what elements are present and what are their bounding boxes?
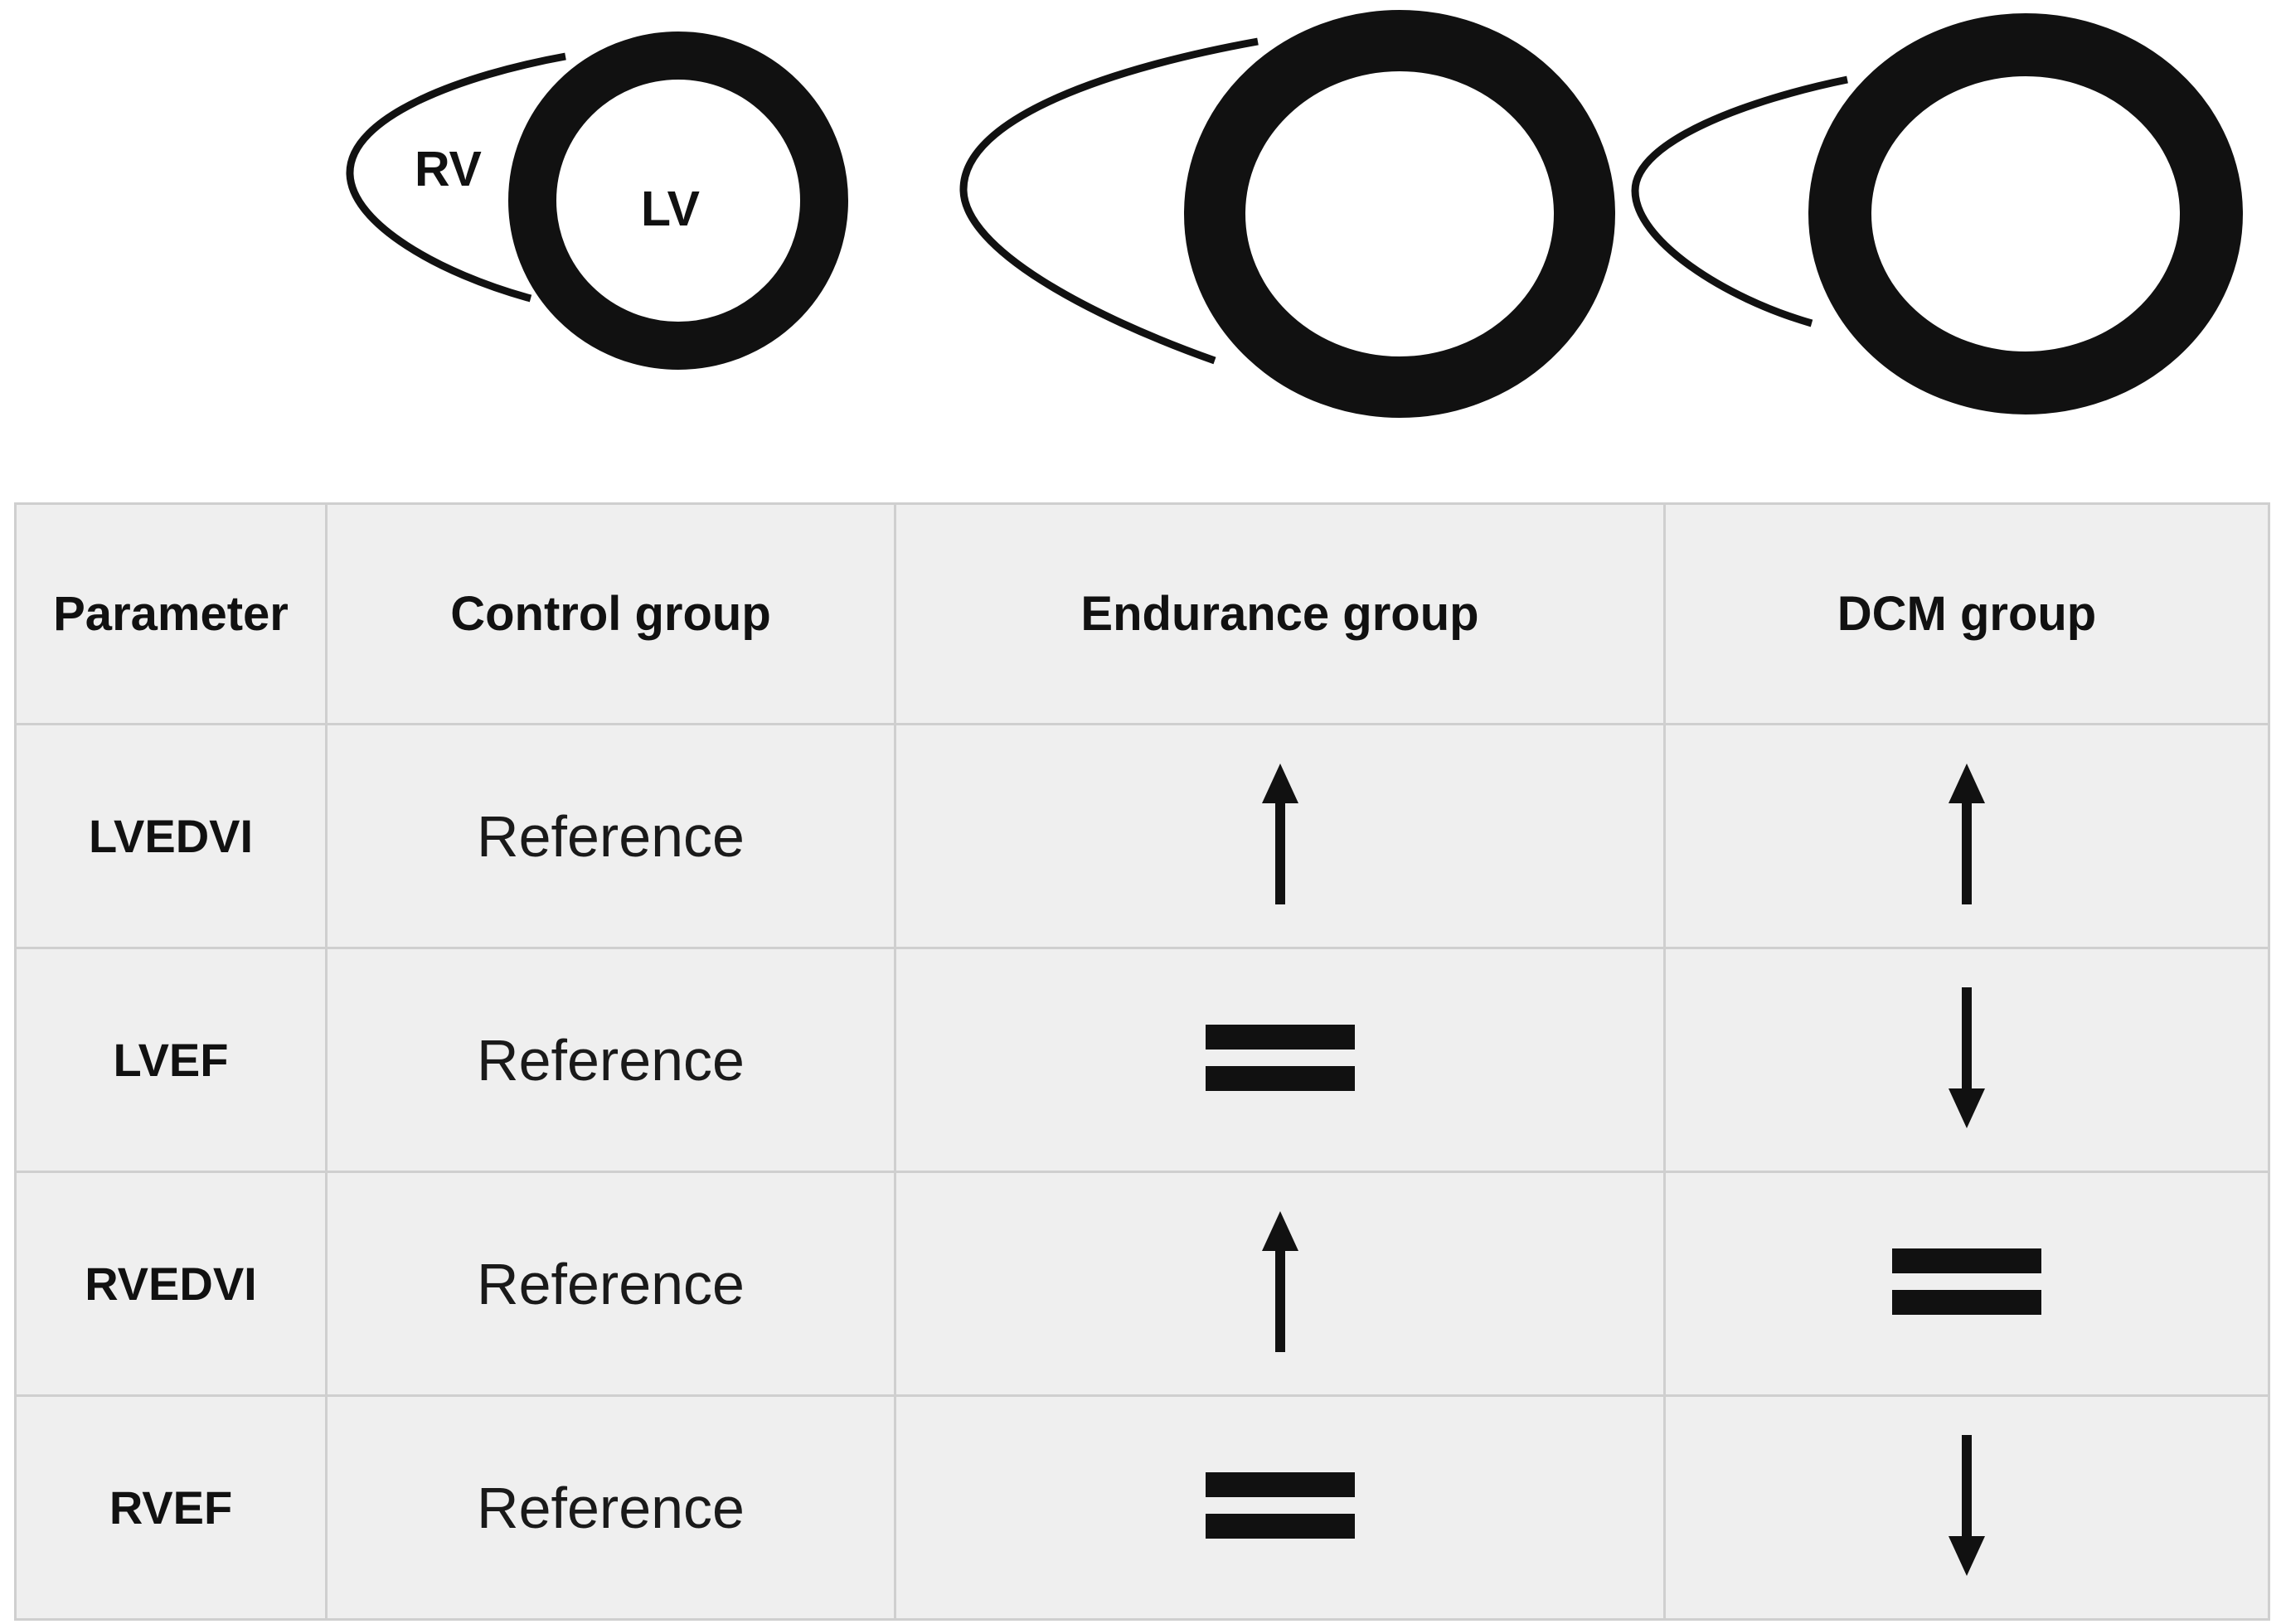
dcm-cell (1663, 1171, 2270, 1397)
table-row: LVEF Reference (14, 947, 2270, 1173)
header-control-group: Control group (325, 502, 896, 725)
control-cell: Reference (325, 1171, 896, 1397)
table-row: LVEDVI Reference (14, 723, 2270, 949)
heart-cross-sections: RV LV (346, 10, 2243, 418)
parameter-cell: RVEDVI (14, 1171, 328, 1397)
dcm-rv-wall (1631, 75, 1848, 327)
dcm-lv-wall (1808, 13, 2243, 414)
equals-icon (1205, 1472, 1355, 1543)
arrow-up-icon (1946, 764, 1987, 909)
control-cell: Reference (325, 1394, 896, 1621)
endurance-cell (894, 1171, 1666, 1397)
header-endurance-group: Endurance group (894, 502, 1666, 725)
header-dcm-group: DCM group (1663, 502, 2270, 725)
dcm-cell (1663, 723, 2270, 949)
arrow-up-icon (1259, 1211, 1301, 1356)
arrow-down-icon (1946, 987, 1987, 1132)
endurance-cell (894, 723, 1666, 949)
comparison-table: Parameter Control group Endurance group … (14, 502, 2270, 1621)
control-lv-wall (508, 32, 848, 370)
lv-label: LV (641, 182, 700, 236)
control-cell: Reference (325, 947, 896, 1173)
parameter-cell: RVEF (14, 1394, 328, 1621)
table-row: RVEF Reference (14, 1394, 2270, 1621)
equals-icon (1892, 1248, 2041, 1319)
equals-icon (1205, 1025, 1355, 1095)
endurance-rv-wall (959, 37, 1259, 365)
endurance-heart (959, 10, 1615, 418)
arrow-down-icon (1946, 1435, 1987, 1580)
parameter-cell: LVEF (14, 947, 328, 1173)
control-heart: RV LV (346, 32, 848, 370)
rv-label: RV (415, 142, 482, 196)
endurance-lv-wall (1184, 10, 1615, 418)
arrow-up-icon (1259, 764, 1301, 909)
control-rv-wall (346, 52, 566, 303)
header-row: Parameter Control group Endurance group … (14, 502, 2270, 725)
control-cell: Reference (325, 723, 896, 949)
table-row: RVEDVI Reference (14, 1171, 2270, 1397)
endurance-cell (894, 947, 1666, 1173)
header-parameter: Parameter (14, 502, 328, 725)
dcm-heart (1631, 13, 2243, 414)
dcm-cell (1663, 1394, 2270, 1621)
dcm-cell (1663, 947, 2270, 1173)
endurance-cell (894, 1394, 1666, 1621)
parameter-cell: LVEDVI (14, 723, 328, 949)
